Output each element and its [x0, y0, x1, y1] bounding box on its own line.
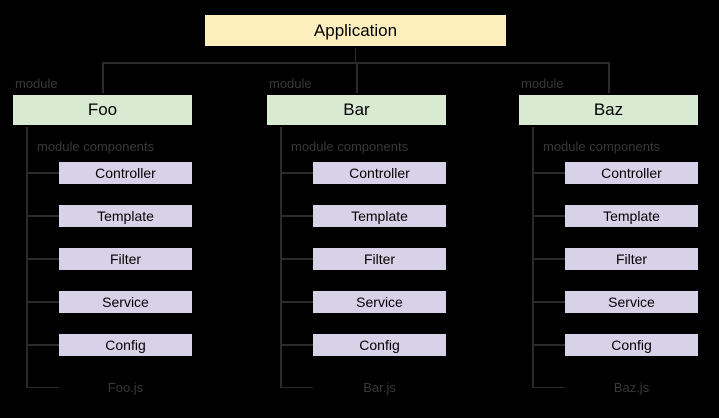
connector-drop-line: [608, 62, 610, 93]
component-label: Config: [105, 337, 146, 353]
module-file-label: Foo.js: [107, 380, 144, 395]
module-name: Bar: [343, 100, 370, 119]
component-label: Template: [97, 208, 154, 224]
component-label: Template: [603, 208, 660, 224]
component-box: Template: [313, 205, 446, 227]
component-label: Config: [359, 337, 400, 353]
file-connector-line: [280, 386, 313, 388]
connector-branch-line: [102, 62, 608, 64]
module-label: module: [15, 76, 58, 91]
component-connector-line: [532, 301, 565, 303]
module-connector-line: [532, 127, 534, 388]
component-connector-line: [26, 301, 59, 303]
component-label: Filter: [109, 251, 142, 267]
component-box: Service: [59, 291, 192, 313]
module-components-label: module components: [291, 139, 409, 154]
connector-drop-line: [102, 62, 104, 93]
module-name: Foo: [87, 100, 118, 119]
component-connector-line: [26, 344, 59, 346]
component-box: Config: [59, 334, 192, 356]
module-header: Baz: [517, 93, 700, 127]
component-box: Service: [313, 291, 446, 313]
component-label: Service: [102, 294, 149, 310]
file-connector-line: [26, 386, 59, 388]
module-label: module: [521, 76, 564, 91]
component-connector-line: [280, 172, 313, 174]
component-box: Controller: [313, 162, 446, 184]
module-components-label: module components: [37, 139, 155, 154]
component-label: Controller: [349, 165, 410, 181]
module-label: module: [269, 76, 312, 91]
component-label: Service: [356, 294, 403, 310]
component-connector-line: [532, 258, 565, 260]
module-header: Bar: [265, 93, 448, 127]
component-label: Config: [611, 337, 652, 353]
component-label: Template: [351, 208, 408, 224]
connector-drop-line: [356, 62, 358, 93]
component-box: Filter: [313, 248, 446, 270]
module-name: Baz: [593, 100, 624, 119]
application-box: Application: [203, 13, 508, 48]
component-connector-line: [280, 215, 313, 217]
component-box: Template: [565, 205, 698, 227]
module-connector-line: [26, 127, 28, 388]
component-box: Config: [565, 334, 698, 356]
component-label: Service: [608, 294, 655, 310]
component-box: Filter: [59, 248, 192, 270]
component-box: Config: [313, 334, 446, 356]
component-connector-line: [26, 258, 59, 260]
module-header: Foo: [11, 93, 194, 127]
module-file-label: Baz.js: [613, 380, 650, 395]
module-column-foo: module Foo module components Controller …: [11, 0, 194, 418]
module-file-label: Bar.js: [363, 380, 396, 395]
component-box: Filter: [565, 248, 698, 270]
component-connector-line: [532, 344, 565, 346]
module-column-baz: module Baz module components Controller …: [517, 0, 700, 418]
component-box: Controller: [59, 162, 192, 184]
component-label: Filter: [363, 251, 396, 267]
component-box: Template: [59, 205, 192, 227]
component-box: Controller: [565, 162, 698, 184]
component-connector-line: [280, 258, 313, 260]
component-box: Service: [565, 291, 698, 313]
component-connector-line: [26, 215, 59, 217]
module-column-bar: module Bar module components Controller …: [265, 0, 448, 418]
component-label: Controller: [601, 165, 662, 181]
connector-trunk-line: [354, 48, 356, 62]
component-connector-line: [532, 172, 565, 174]
component-label: Controller: [95, 165, 156, 181]
component-connector-line: [280, 344, 313, 346]
component-connector-line: [26, 172, 59, 174]
file-connector-line: [532, 386, 565, 388]
component-connector-line: [532, 215, 565, 217]
module-connector-line: [280, 127, 282, 388]
component-label: Filter: [615, 251, 648, 267]
module-components-label: module components: [543, 139, 661, 154]
application-label: Application: [313, 20, 398, 40]
component-connector-line: [280, 301, 313, 303]
